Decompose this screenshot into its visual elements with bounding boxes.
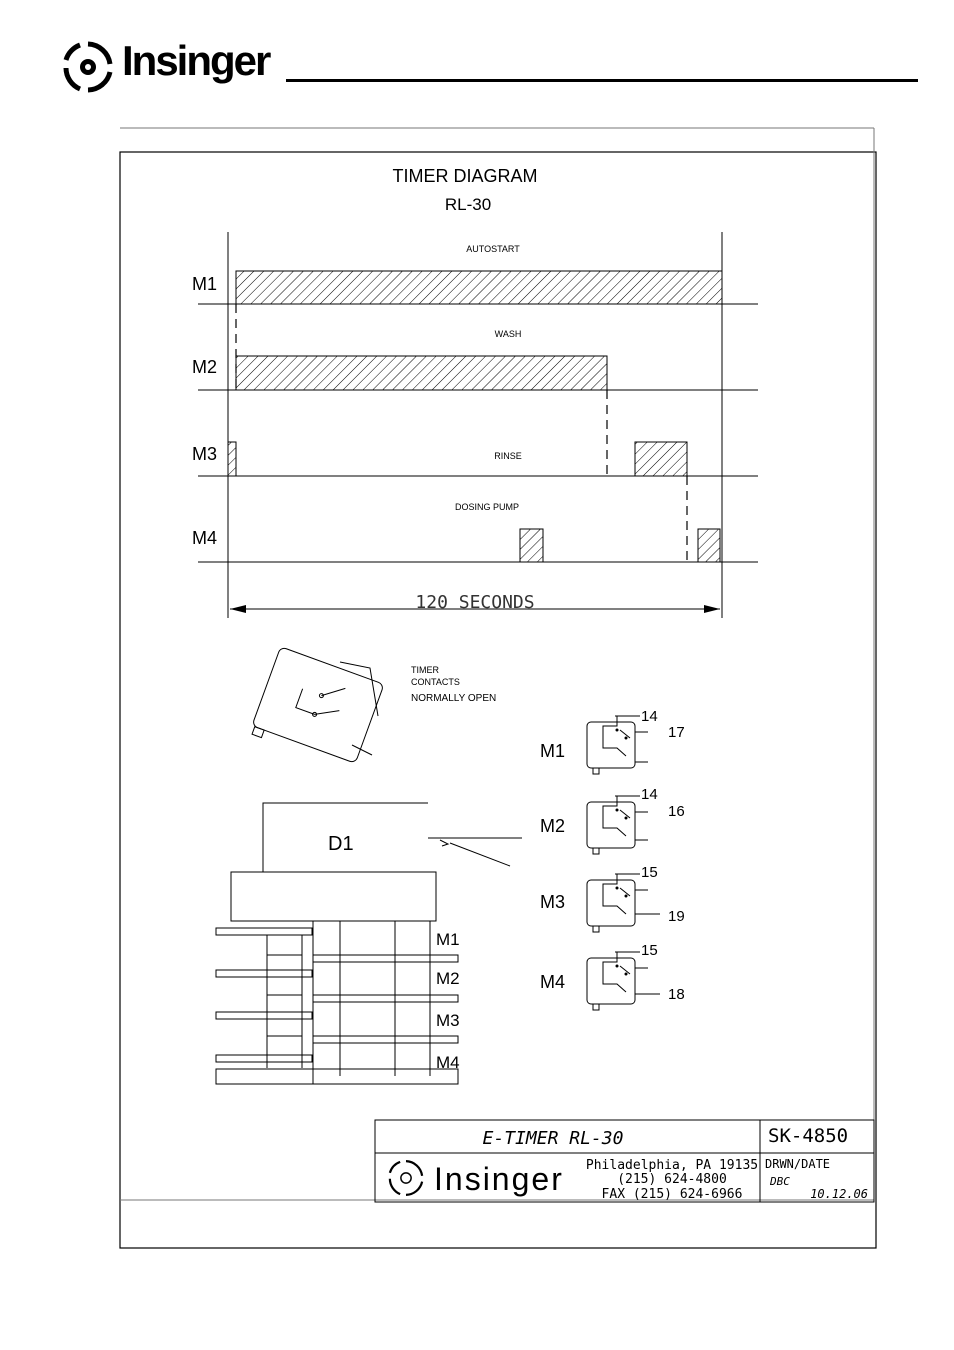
drawing-date: 10.12.06 <box>810 1187 868 1201</box>
outer-border <box>119 151 877 1249</box>
bar-m3-start <box>227 441 237 477</box>
timer-note-line-2: CONTACTS <box>411 677 460 687</box>
row-label-m4: M4 <box>192 528 217 548</box>
bar-m4-dose-1 <box>519 528 544 563</box>
contact-side-m1: 17 <box>668 724 685 741</box>
bar-m2 <box>235 355 608 391</box>
contact-side-m3: 19 <box>668 908 685 925</box>
brand-logo: Insinger <box>122 37 271 84</box>
contact-label-m1: M1 <box>540 741 565 761</box>
company-fax: FAX (215) 624-6966 <box>602 1187 743 1202</box>
company-address: Philadelphia, PA 19135 <box>586 1158 758 1173</box>
diagram-title: TIMER DIAGRAM <box>392 166 537 186</box>
contact-top-m1: 14 <box>641 708 658 725</box>
stack-label-m4: M4 <box>436 1053 460 1072</box>
contact-label-m4: M4 <box>540 972 565 992</box>
bar-m1 <box>235 270 723 305</box>
timer-module <box>230 802 522 922</box>
drawn-label: DRWN/DATE <box>765 1157 830 1171</box>
timer-note-line-1: TIMER <box>411 665 439 675</box>
contact-top-m3: 15 <box>641 864 658 881</box>
caption-dosing-pump: DOSING PUMP <box>455 502 519 512</box>
contact-stack <box>215 921 459 1085</box>
timer-relay-sketch <box>251 647 383 763</box>
contact-m2: M2 14 16 <box>540 786 685 855</box>
contact-m3: M3 15 19 <box>540 864 685 933</box>
contact-side-m4: 18 <box>668 986 685 1003</box>
contact-top-m4: 15 <box>641 942 658 959</box>
title-block-logo-icon <box>388 1160 424 1196</box>
caption-rinse: RINSE <box>494 451 522 461</box>
header-rule <box>286 79 918 82</box>
stack-label-m2: M2 <box>436 969 460 988</box>
contact-side-m2: 16 <box>668 803 685 820</box>
row-label-m3: M3 <box>192 444 217 464</box>
contact-m1: M1 14 17 <box>540 708 685 775</box>
module-label: D1 <box>328 833 354 855</box>
drawn-by: DBC <box>769 1175 790 1188</box>
logo-icon <box>63 41 113 93</box>
company-phone: (215) 624-4800 <box>617 1172 727 1187</box>
caption-wash: WASH <box>495 329 522 339</box>
timer-note-line-3: NORMALLY OPEN <box>411 693 496 704</box>
stack-label-m1: M1 <box>436 930 460 949</box>
bar-m3-rinse <box>634 441 688 477</box>
caption-autostart: AUTOSTART <box>466 244 520 254</box>
row-label-m1: M1 <box>192 274 217 294</box>
diagram-subtitle: RL-30 <box>445 195 491 214</box>
title-block-company: Insinger <box>434 1161 564 1197</box>
drawing-title: E-TIMER RL-30 <box>483 1128 624 1149</box>
row-label-m2: M2 <box>192 357 217 377</box>
bar-m4-dose-2 <box>697 528 721 563</box>
title-block <box>374 1119 875 1203</box>
sheet-number: SK-4850 <box>768 1125 848 1147</box>
contact-m4: M4 15 18 <box>540 942 685 1011</box>
contact-label-m2: M2 <box>540 816 565 836</box>
contact-top-m2: 14 <box>641 786 658 803</box>
duration-label: 120 SECONDS <box>415 592 534 613</box>
contact-label-m3: M3 <box>540 892 565 912</box>
stack-label-m3: M3 <box>436 1011 460 1030</box>
